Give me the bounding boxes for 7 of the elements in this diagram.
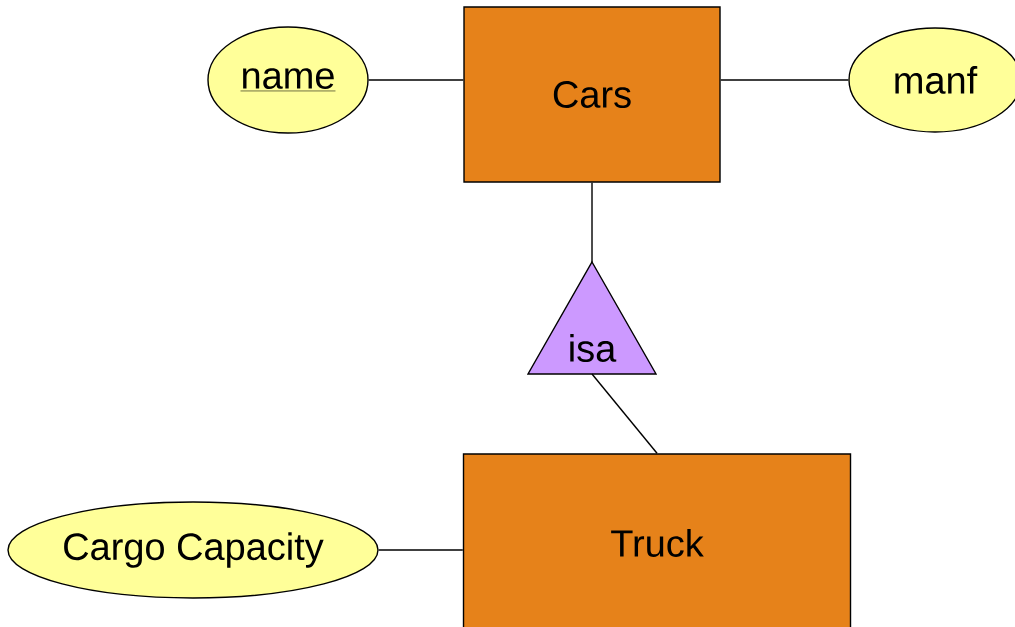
connector-line — [378, 549, 464, 551]
connector-line — [368, 79, 464, 81]
connector-line — [720, 79, 849, 81]
connector-line — [591, 373, 658, 454]
entity-box: Cars — [463, 6, 721, 183]
entity-box: Truck — [462, 453, 852, 627]
connector-line — [591, 182, 593, 263]
